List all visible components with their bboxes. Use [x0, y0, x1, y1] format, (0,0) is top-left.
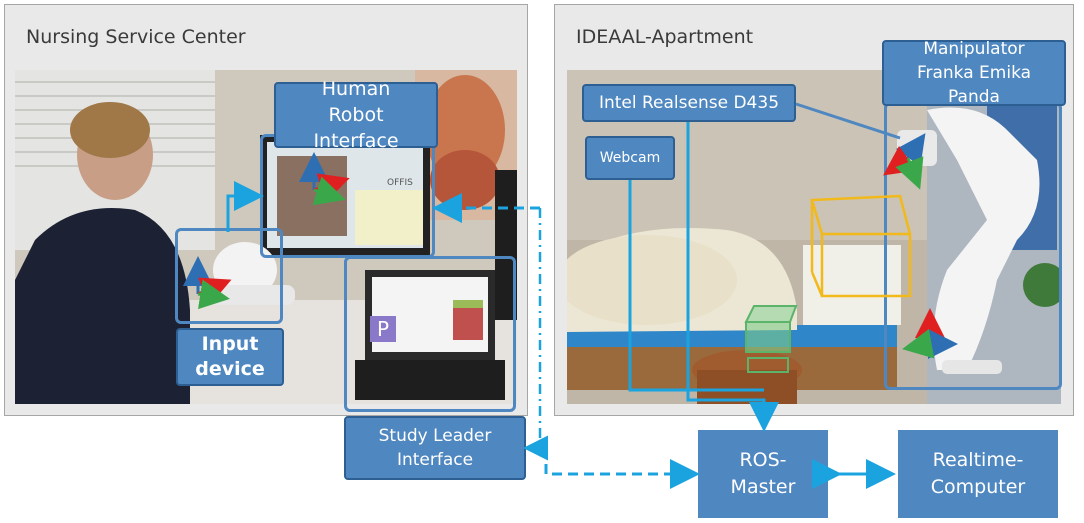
laptop-badge: P — [370, 316, 396, 342]
laptop-frame — [344, 256, 516, 412]
robot-base-axes — [902, 308, 958, 359]
realsense-to-ros-line — [686, 122, 779, 432]
study-leader-label: Study Leader Interface — [344, 416, 526, 480]
input-device-label: Input device — [176, 328, 284, 386]
nursing-service-center-title: Nursing Service Center — [26, 26, 246, 48]
target-box — [744, 305, 798, 373]
realtime-computer-node: Realtime-Computer — [898, 430, 1058, 518]
hri-axes — [299, 152, 350, 206]
ros-master-node: ROS-Master — [698, 430, 828, 518]
realsense-pointer — [795, 102, 901, 140]
manipulator-label: Manipulator Franka Emika Panda — [882, 39, 1066, 107]
apartment-photo — [567, 70, 1061, 404]
study-leader-to-ros-link — [544, 448, 700, 489]
webcam-to-ros-line — [628, 180, 764, 392]
hri-label: Human Robot Interface — [274, 78, 438, 152]
workspace-box — [810, 194, 912, 298]
ideaal-apartment-title: IDEAAL-Apartment — [576, 26, 754, 48]
input-to-hri-arrow — [226, 181, 264, 232]
realsense-label: Intel Realsense D435 — [582, 84, 796, 122]
end-effector-axes — [883, 133, 926, 190]
webcam-label: Webcam — [585, 136, 675, 180]
hri-screen-text: OFFIS — [387, 178, 413, 188]
input-device-axes — [183, 256, 232, 310]
